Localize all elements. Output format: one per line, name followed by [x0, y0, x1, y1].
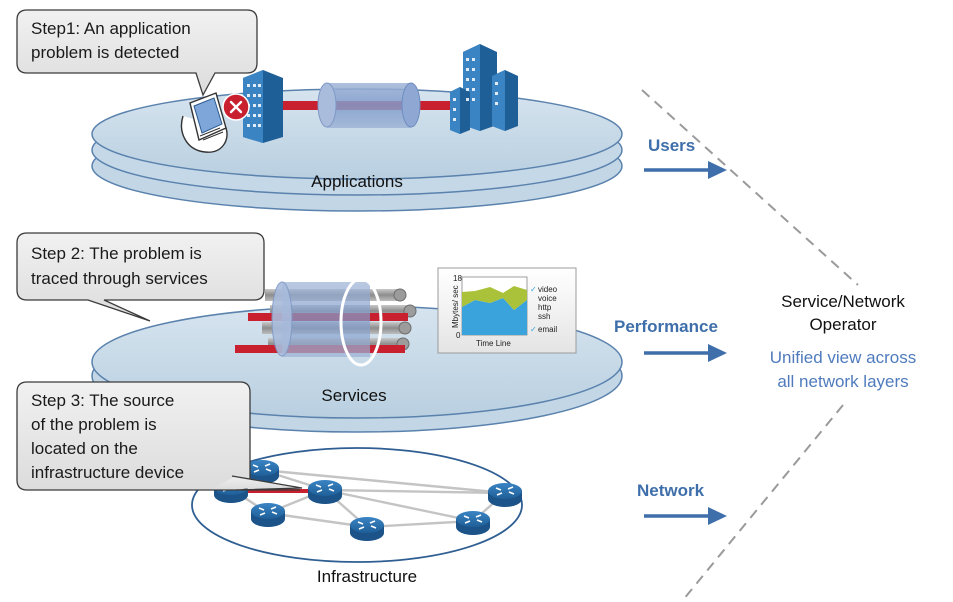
legend-item: voice: [538, 294, 557, 303]
services-label: Services: [321, 386, 386, 405]
step2-line2: traced through services: [31, 269, 208, 288]
users-label: Users: [648, 136, 695, 155]
step2-callout: Step 2: The problem is traced through se…: [16, 232, 265, 322]
legend-item: ssh: [538, 312, 550, 321]
operator-divider: [641, 89, 859, 601]
router-icon: [487, 482, 523, 508]
network-label: Network: [637, 481, 705, 500]
router-icon: [349, 516, 385, 542]
faulty-router-icon: [307, 479, 343, 505]
router-icon: [455, 510, 491, 536]
performance-arrow: Performance: [614, 317, 727, 362]
operator-subtitle-line2: all network layers: [777, 372, 908, 391]
step3-line3: located on the: [31, 439, 138, 458]
step2-line1: Step 2: The problem is: [31, 244, 202, 263]
infrastructure-label: Infrastructure: [317, 567, 417, 586]
infrastructure-layer: Infrastructure: [191, 447, 523, 586]
legend-item: video: [538, 285, 558, 294]
step1-line2: problem is detected: [31, 43, 179, 62]
step1-callout: Step1: An application problem is detecte…: [16, 9, 258, 97]
chart-ylabel: Mbytes/ sec: [451, 285, 460, 328]
operator-block: Service/Network Operator Unified view ac…: [770, 292, 916, 391]
step3-line2: of the problem is: [31, 415, 157, 434]
handheld-device-icon: [180, 92, 228, 153]
network-arrow: Network: [637, 481, 727, 525]
chart-ymax: 18: [453, 274, 462, 283]
step3-line4: infrastructure device: [31, 463, 184, 482]
service-tubes: [235, 277, 417, 367]
operator-title-line1: Service/Network: [781, 292, 905, 311]
office-building-icon: [243, 70, 283, 143]
chart-ymin: 0: [456, 331, 461, 340]
router-icon: [250, 502, 286, 528]
applications-layer: Applications: [91, 44, 623, 212]
headquarters-building-icon: [450, 44, 518, 134]
legend-item: email: [538, 325, 557, 334]
traffic-chart-window: 18 0 Mbytes/ sec Time Line ✓videovoiceht…: [437, 267, 577, 354]
chart-xlabel: Time Line: [476, 339, 511, 348]
legend-check-icon: ✓: [530, 325, 537, 334]
operator-subtitle-line1: Unified view across: [770, 348, 916, 367]
step1-line1: Step1: An application: [31, 19, 191, 38]
application-tube: [317, 82, 421, 128]
operator-title-line2: Operator: [809, 315, 876, 334]
error-x-icon: [222, 93, 250, 121]
step3-line1: Step 3: The source: [31, 391, 174, 410]
users-arrow: Users: [644, 136, 727, 179]
chart-area-video: [462, 286, 527, 310]
performance-label: Performance: [614, 317, 718, 336]
step3-callout: Step 3: The source of the problem is loc…: [16, 381, 303, 491]
chart-area-email: [462, 298, 527, 335]
applications-label: Applications: [311, 172, 403, 191]
legend-item: http: [538, 303, 552, 312]
legend-check-icon: ✓: [530, 285, 537, 294]
